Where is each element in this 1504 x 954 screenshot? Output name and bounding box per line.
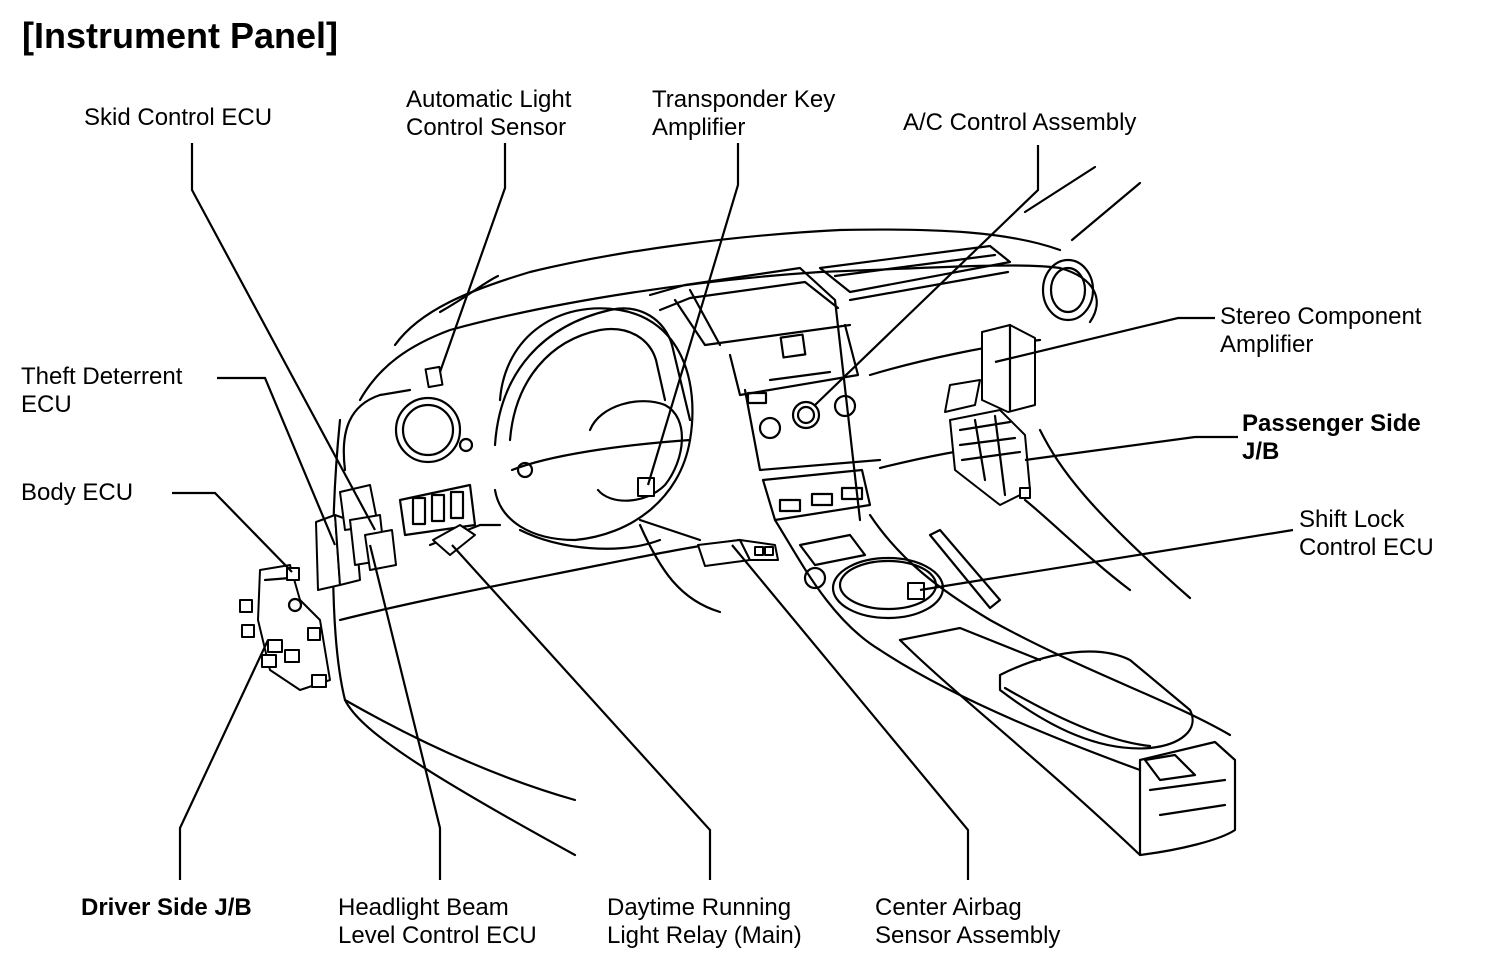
label-line: Transponder Key xyxy=(652,86,836,113)
leader-shift-lock xyxy=(919,528,1294,592)
leader-passenger-jb xyxy=(1024,435,1238,462)
leader-headlight-beam xyxy=(368,544,442,880)
label-line: ECU xyxy=(21,391,72,418)
label-transponder-key-amp: Transponder Key Amplifier xyxy=(652,86,835,142)
dashboard-outline xyxy=(331,165,1237,857)
label-skid-control-ecu: Skid Control ECU xyxy=(84,104,272,132)
label-line: Automatic Light xyxy=(406,86,572,113)
leader-transponder-key xyxy=(646,143,740,486)
label-line: Driver Side J/B xyxy=(81,894,252,921)
label-line: Control Sensor xyxy=(406,114,567,141)
label-line: Control ECU xyxy=(1299,534,1434,561)
label-driver-side-jb: Driver Side J/B xyxy=(81,894,252,922)
diagram-title: [Instrument Panel] xyxy=(22,15,339,56)
label-body-ecu: Body ECU xyxy=(21,479,133,507)
label-line: Stereo Component xyxy=(1220,303,1422,330)
label-auto-light-sensor: Automatic Light Control Sensor xyxy=(406,86,571,142)
leader-stereo-amp xyxy=(994,316,1215,364)
label-line: Center Airbag xyxy=(875,894,1022,921)
leader-theft-deterrent xyxy=(217,376,337,546)
leader-body-ecu xyxy=(172,491,293,573)
label-line: Passenger Side xyxy=(1242,410,1421,437)
label-line: J/B xyxy=(1242,438,1280,465)
leader-auto-light-sensor xyxy=(438,143,507,373)
label-line: Body ECU xyxy=(21,479,134,506)
leader-lines xyxy=(172,143,1294,880)
label-line: Amplifier xyxy=(1220,331,1314,358)
center-airbag-sensor-part xyxy=(697,539,779,567)
leader-drl-relay xyxy=(451,544,712,880)
driver-jb-part xyxy=(239,564,331,691)
label-headlight-beam-ecu: Headlight Beam Level Control ECU xyxy=(338,894,537,950)
label-line: Theft Deterrent xyxy=(21,363,183,390)
stereo-amp-part xyxy=(944,323,1036,413)
label-line: Headlight Beam xyxy=(338,894,509,921)
label-passenger-side-jb: Passenger Side J/B xyxy=(1242,410,1421,466)
headlight-beam-ecu-part xyxy=(339,484,397,571)
label-drl-relay-main: Daytime Running Light Relay (Main) xyxy=(607,894,802,950)
leader-skid-control-ecu xyxy=(190,143,376,531)
label-stereo-component-amp: Stereo Component Amplifier xyxy=(1220,303,1421,359)
label-center-airbag-sensor: Center Airbag Sensor Assembly xyxy=(875,894,1060,950)
label-line: Daytime Running xyxy=(607,894,792,921)
label-line: Shift Lock xyxy=(1299,506,1405,533)
label-line: Light Relay (Main) xyxy=(607,922,802,949)
label-line: Sensor Assembly xyxy=(875,922,1061,949)
shift-lock-ecu-part xyxy=(907,582,925,600)
leader-driver-jb xyxy=(178,639,269,880)
drl-relay-part xyxy=(432,524,476,556)
label-ac-control-assembly: A/C Control Assembly xyxy=(903,109,1136,137)
label-line: A/C Control Assembly xyxy=(903,109,1137,136)
label-line: Skid Control ECU xyxy=(84,104,273,131)
leader-center-airbag xyxy=(731,544,970,880)
label-shift-lock-ecu: Shift Lock Control ECU xyxy=(1299,506,1434,562)
leader-ac-control xyxy=(814,145,1040,406)
label-theft-deterrent-ecu: Theft Deterrent ECU xyxy=(21,363,182,419)
label-line: Amplifier xyxy=(652,114,746,141)
label-line: Level Control ECU xyxy=(338,922,537,949)
passenger-jb-part xyxy=(949,409,1031,506)
